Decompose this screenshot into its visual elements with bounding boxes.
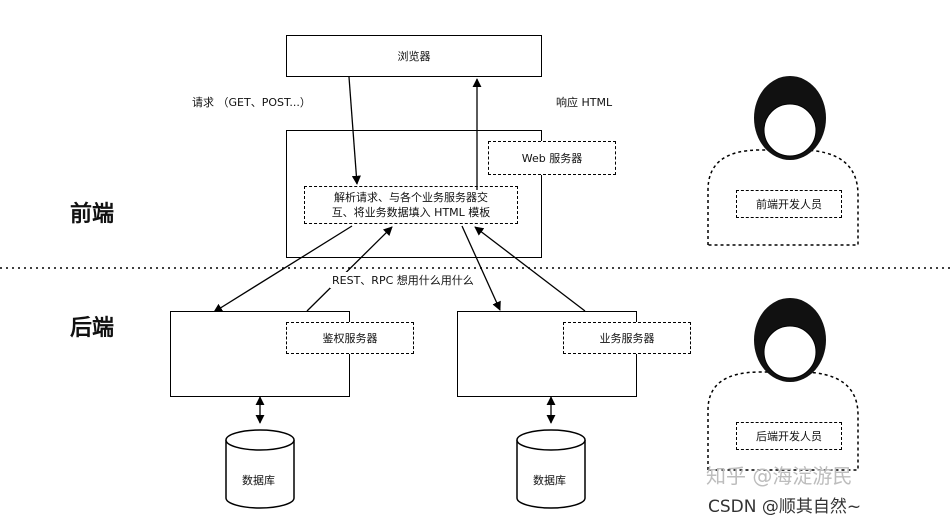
response-label: 响应 HTML <box>556 96 613 109</box>
parse-to-auth-arrow <box>213 225 353 313</box>
auth-server-label: 鉴权服务器 <box>322 332 378 345</box>
web-server-label: Web 服务器 <box>521 152 583 165</box>
request-arrow <box>348 76 361 185</box>
browser-box: 浏览器 <box>286 35 542 77</box>
request-label: 请求 （GET、POST...） <box>192 96 311 109</box>
auth-to-parse-arrow <box>306 226 393 312</box>
backend-section-label: 后端 <box>70 316 115 341</box>
frontend-dev-label: 前端开发人员 <box>756 198 822 211</box>
frontend-person-icon <box>707 76 859 246</box>
biz-server-label: 业务服务器 <box>599 332 655 345</box>
biz-to-parse-arrow <box>474 226 586 312</box>
parse-request-box: 解析请求、与各个业务服务器交 互、将业务数据填入 HTML 模板 <box>304 186 518 224</box>
frontend-dev-label-box: 前端开发人员 <box>736 190 842 218</box>
web-server-label-box: Web 服务器 <box>488 141 616 175</box>
parse-line-1: 解析请求、与各个业务服务器交 <box>334 191 488 204</box>
auth-server-label-box: 鉴权服务器 <box>286 322 414 354</box>
frontend-section-label: 前端 <box>70 202 115 227</box>
database-left <box>225 429 295 509</box>
parse-line-2: 互、将业务数据填入 HTML 模板 <box>331 206 491 219</box>
backend-dev-label-box: 后端开发人员 <box>736 422 842 450</box>
csdn-watermark: CSDN @顺其自然~ <box>708 497 862 517</box>
zhihu-watermark: 知乎 @海淀游民 <box>706 464 853 488</box>
database-right <box>516 429 586 509</box>
rest-rpc-label: REST、RPC 想用什么用什么 <box>330 272 476 288</box>
biz-server-label-box: 业务服务器 <box>563 322 691 354</box>
db-right-label: 数据库 <box>533 474 566 487</box>
backend-dev-label: 后端开发人员 <box>756 430 822 443</box>
db-left-label: 数据库 <box>242 474 275 487</box>
parse-to-biz-arrow <box>461 225 501 311</box>
browser-label: 浏览器 <box>397 50 431 63</box>
